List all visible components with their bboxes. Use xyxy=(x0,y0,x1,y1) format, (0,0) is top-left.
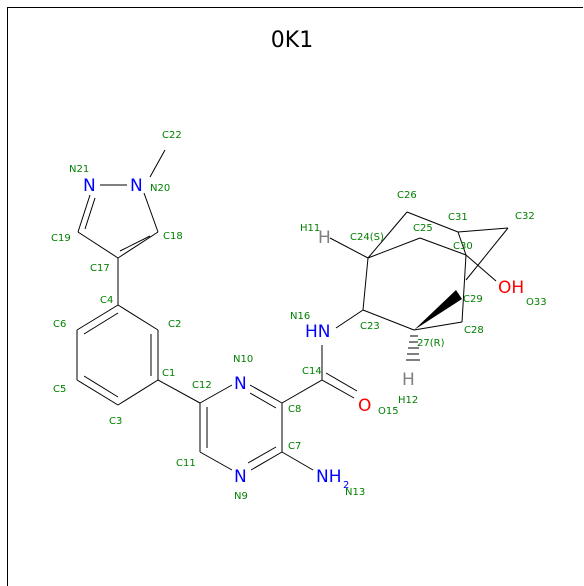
label-n13: N13 xyxy=(345,487,365,498)
bond-c31-c32 xyxy=(457,227,509,233)
bond-n9-c11 xyxy=(199,451,233,471)
label-n16: N16 xyxy=(290,311,310,322)
label-c14: C14 xyxy=(302,366,322,377)
bond-n10-c8 xyxy=(249,384,283,404)
bond-c24-h11 xyxy=(329,237,369,259)
label-c11: C11 xyxy=(176,458,196,469)
atom-n10: N xyxy=(234,374,247,394)
bond-c25-c30 xyxy=(419,237,467,256)
label-n21: N21 xyxy=(69,164,89,175)
atom-o15: O xyxy=(358,396,371,416)
bond-c8-c14 xyxy=(281,379,323,404)
label-c3: C3 xyxy=(109,416,122,427)
bond-c12-n10 xyxy=(199,384,233,404)
bond-c31-c30 xyxy=(457,231,467,256)
bond-c6-c4-double xyxy=(83,312,119,335)
molecule-title: 0K1 xyxy=(270,28,314,53)
bond-c28-c27 xyxy=(413,321,463,331)
label-c19: C19 xyxy=(51,233,71,244)
label-c4: C4 xyxy=(100,295,113,306)
label-n20: N20 xyxy=(150,183,170,194)
bond-c26-c31 xyxy=(406,211,459,233)
label-o33: O33 xyxy=(526,297,547,308)
bond-n20-c22 xyxy=(149,149,166,178)
label-c27: 27(R) xyxy=(417,338,445,349)
bond-c24-c25 xyxy=(367,237,421,259)
atom-labels: C22 N21 N20 C19 C18 C17 C4 C6 C2 C5 C1 C… xyxy=(51,130,547,502)
label-c30: C30 xyxy=(453,241,473,252)
label-c12: C12 xyxy=(192,380,212,391)
bond-c7-n13 xyxy=(281,451,314,471)
atom-n13: NH xyxy=(316,467,342,487)
atom-n16: HN xyxy=(305,322,331,342)
bond-c30-c28 xyxy=(461,254,467,323)
label-n10: N10 xyxy=(233,354,253,365)
label-n9: N9 xyxy=(234,491,248,502)
bond-c24-c26 xyxy=(367,211,408,259)
atom-n13-subscript: 2 xyxy=(343,480,349,491)
diagram-frame xyxy=(7,7,583,586)
label-o15: O15 xyxy=(378,406,399,417)
bond-c18-c17 xyxy=(117,231,159,259)
atom-h11: H xyxy=(318,228,331,248)
label-h11: H11 xyxy=(300,223,320,234)
label-h12: H12 xyxy=(398,395,418,406)
bond-c3-c5-double xyxy=(83,375,119,398)
label-c28: C28 xyxy=(464,325,484,336)
bond-c19-n21 xyxy=(77,194,91,233)
atom-n9: N xyxy=(234,467,247,487)
wedge-c27-c29 xyxy=(414,290,462,330)
atom-symbols: N N N N HN NH 2 O OH H H xyxy=(83,176,524,491)
bond-c6-c4 xyxy=(76,304,119,331)
label-c17: C17 xyxy=(90,263,110,274)
label-c29: C29 xyxy=(463,294,483,305)
bond-c1-c3 xyxy=(117,379,159,406)
bond-c7-n9-double xyxy=(247,446,277,464)
bond-n20-c18 xyxy=(143,192,159,233)
bond-c14-o15-double xyxy=(325,372,358,392)
bond-c7-n9 xyxy=(250,451,283,471)
label-c32: C32 xyxy=(515,211,535,222)
label-c25: C25 xyxy=(413,223,433,234)
bond-c1-c12 xyxy=(157,379,201,404)
bond-n16-c23 xyxy=(335,309,364,329)
label-c7: C7 xyxy=(288,441,301,452)
label-c1: C1 xyxy=(162,368,175,379)
bond-c30-o33 xyxy=(465,254,497,282)
bond-c3-c5 xyxy=(76,379,119,406)
bond-c23-c24 xyxy=(362,257,369,311)
label-c26: C26 xyxy=(397,190,417,201)
label-c5: C5 xyxy=(53,384,66,395)
bond-c23-c27 xyxy=(362,309,415,331)
bond-c17-c19 xyxy=(77,231,119,259)
atom-n21: N xyxy=(83,176,96,196)
label-c23: C23 xyxy=(360,321,380,332)
label-c6: C6 xyxy=(53,319,66,330)
bond-c32-c30 xyxy=(465,227,509,281)
atom-o33: OH xyxy=(498,278,524,298)
bond-n10-c8-double xyxy=(249,392,277,409)
label-c18: C18 xyxy=(163,231,183,242)
hash-c27-h12 xyxy=(406,335,420,361)
atom-h12: H xyxy=(402,370,415,390)
bonds xyxy=(76,149,509,471)
label-c31: C31 xyxy=(448,212,468,223)
bond-c18-c17-double xyxy=(119,235,151,252)
label-c24: C24(S) xyxy=(350,232,384,243)
label-c2: C2 xyxy=(168,319,181,330)
bond-c19-n21-double xyxy=(84,197,96,230)
label-c22: C22 xyxy=(162,130,182,141)
atom-n20: N xyxy=(130,176,143,196)
bond-c14-o15 xyxy=(321,379,355,399)
bond-c4-c2 xyxy=(117,304,159,331)
label-c8: C8 xyxy=(288,404,301,415)
